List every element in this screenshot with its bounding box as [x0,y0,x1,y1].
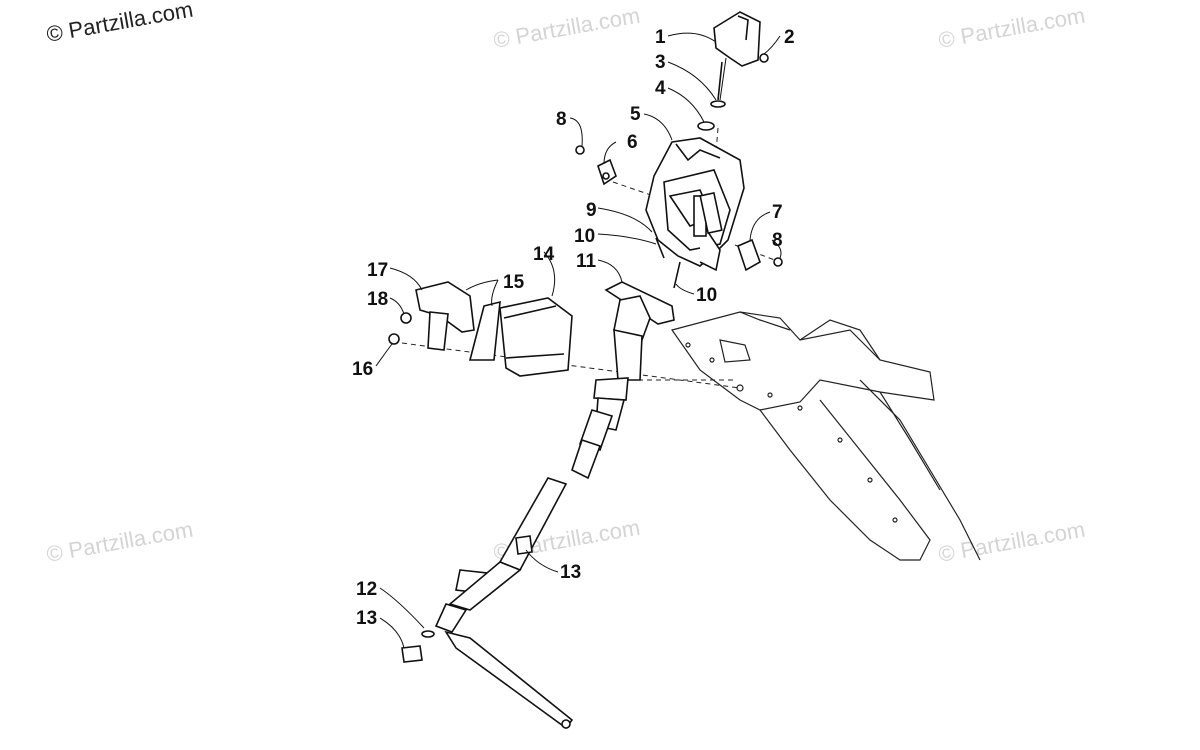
callout-13-shaft: 13 [560,562,581,583]
watermark-top-center: © Partzilla.com [492,3,642,53]
part-8-screw-right [773,257,783,267]
callout-17: 17 [367,260,388,281]
callout-3: 3 [655,52,666,73]
callout-2: 2 [784,27,795,48]
part-16-17-18-mount [427,311,449,351]
callout-5: 5 [630,104,641,125]
part-12-washer [421,630,435,638]
part-15-bracket [468,300,501,361]
part-2-screw [759,53,769,63]
callout-8-left: 8 [556,109,567,130]
watermark-bottom-right: © Partzilla.com [937,517,1087,567]
callout-11: 11 [576,251,597,272]
callout-7: 7 [772,202,783,223]
watermark-top-right: © Partzilla.com [937,3,1087,53]
callout-labels: 1 2 3 4 5 8 6 9 7 10 8 14 11 17 15 10 18… [352,27,795,629]
callout-18: 18 [367,289,388,310]
part-3-washer [710,100,726,108]
callout-1: 1 [655,27,666,48]
part-6-clip [597,158,617,186]
callout-6: 6 [627,132,638,153]
callout-13-lower: 13 [356,608,377,629]
part-14-cover [499,297,573,377]
callout-12: 12 [356,579,377,600]
callout-10-lower: 10 [696,285,717,306]
part-13-nut-lower [401,645,423,663]
part-16-bolt [388,333,400,345]
part-1-adjuster-handle [713,11,761,101]
callout-16: 16 [352,359,373,380]
callout-9: 9 [586,200,597,221]
part-17-upper-cover [415,281,475,333]
steering-tie-rod [444,630,574,730]
part-18-bolt [400,312,412,324]
part-10-pin-upper [655,237,665,259]
part-7-clip [737,238,761,272]
part-13-nut-shaft [515,535,533,555]
part-5-column-bracket [645,137,745,272]
chassis-frame [671,311,981,561]
part-8-screw-left [575,145,585,155]
leader-lines [375,32,782,649]
callout-8-right: 8 [772,230,783,251]
universal-joint [571,409,614,480]
watermark-top-left: © Partzilla.com [45,0,195,47]
callout-10-upper: 10 [574,226,595,247]
part-4-washer [697,121,715,131]
callout-4: 4 [655,78,666,99]
part-11-upper-steering-shaft [593,281,675,431]
callout-14: 14 [533,244,555,265]
callout-15: 15 [503,272,525,293]
watermark-bottom-left: © Partzilla.com [45,517,195,567]
part-10-pin-lower [673,261,681,289]
